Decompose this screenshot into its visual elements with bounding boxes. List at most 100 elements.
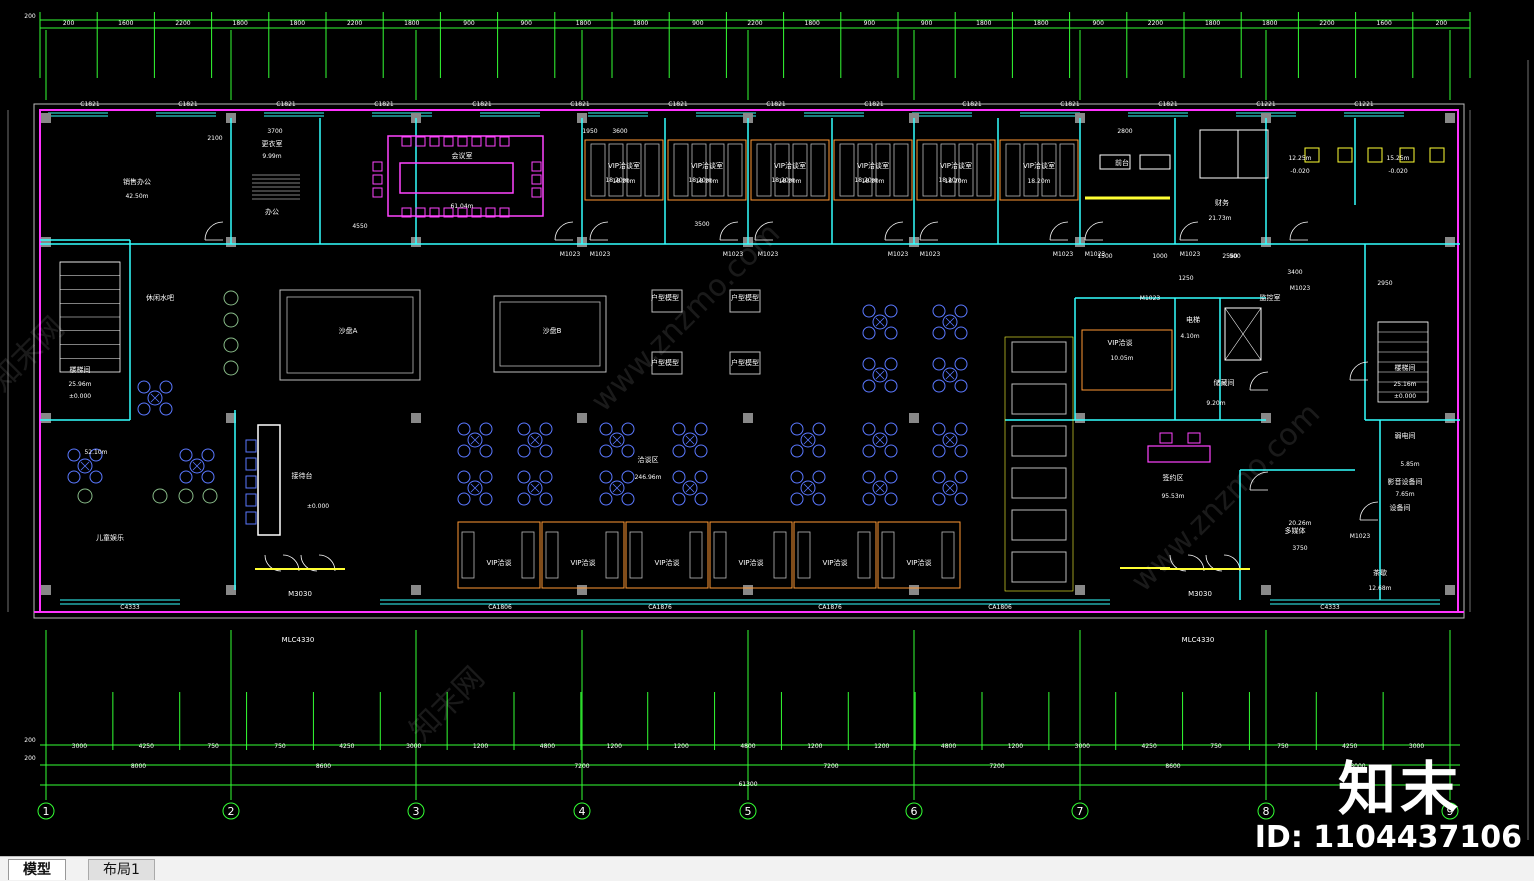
structural-column xyxy=(41,113,51,123)
axis-label: 4 xyxy=(579,805,586,818)
dim-text-top: 1800 xyxy=(1205,20,1220,27)
dim-text-bottom: 8000 xyxy=(1350,763,1365,770)
toilet-fixture xyxy=(1429,147,1445,163)
dim-text-top: 1800 xyxy=(1262,20,1277,27)
meeting-chair xyxy=(485,207,496,218)
chair xyxy=(599,422,613,436)
window-label-bottom: C4333 xyxy=(1320,604,1340,611)
reception-chair xyxy=(245,457,257,471)
sofa xyxy=(881,531,895,579)
meeting-room-outline xyxy=(387,135,544,217)
round-table-mark xyxy=(612,483,622,493)
meeting-chair xyxy=(415,136,426,147)
tab-layout1[interactable]: 布局1 xyxy=(88,859,155,880)
round-table xyxy=(942,367,958,383)
round-table xyxy=(872,480,888,496)
door-swing xyxy=(204,221,224,241)
dim-text-bottom: 750 xyxy=(1277,743,1289,750)
room-label: 户型模型 xyxy=(651,293,679,302)
dim-text-top: 2200 xyxy=(347,20,362,27)
chair xyxy=(884,444,898,458)
round-table-mark xyxy=(685,483,695,493)
dim-text-bottom: 4250 xyxy=(139,743,154,750)
window-label-bottom: C4333 xyxy=(120,604,140,611)
dim-text-side: 1250 xyxy=(1178,275,1193,282)
dim-text-side: 3400 xyxy=(1287,269,1302,276)
door-swing xyxy=(884,221,904,241)
watermark-id: ID: 1104437106 xyxy=(1254,820,1522,855)
chair xyxy=(621,444,635,458)
chair xyxy=(862,304,876,318)
dim-text-top: 900 xyxy=(692,20,704,27)
area-label: 25.16m xyxy=(1393,381,1416,388)
sofa xyxy=(709,143,725,197)
sofa xyxy=(590,143,606,197)
dim-text-side: 2550 xyxy=(1222,253,1237,260)
chair xyxy=(932,444,946,458)
room-label: VIP洽谈 xyxy=(486,558,511,567)
sofa xyxy=(1059,143,1075,197)
signing-desk xyxy=(1147,445,1211,463)
meeting-chair xyxy=(429,136,440,147)
chair xyxy=(89,448,103,462)
plant xyxy=(223,337,239,353)
door-label: M1023 xyxy=(723,251,744,258)
structural-column xyxy=(1261,585,1271,595)
round-table-mark xyxy=(875,370,885,380)
room-label: 销售办公 xyxy=(123,177,151,186)
dim-text-top: 2200 xyxy=(1319,20,1334,27)
structural-column xyxy=(1075,585,1085,595)
sofa xyxy=(839,143,855,197)
chair xyxy=(67,470,81,484)
vip-column-outline xyxy=(1004,336,1074,592)
tab-model[interactable]: 模型 xyxy=(8,859,66,880)
door-label: M1023 xyxy=(1053,251,1074,258)
sofa xyxy=(545,531,559,579)
round-table-mark xyxy=(803,483,813,493)
plant xyxy=(223,312,239,328)
room-label: 儿童娱乐 xyxy=(96,533,124,542)
sofa xyxy=(629,531,643,579)
dim-text-side: 1950 xyxy=(582,128,597,135)
chair xyxy=(954,470,968,484)
room-label: VIP洽谈 xyxy=(906,558,931,567)
round-table xyxy=(800,480,816,496)
structural-column xyxy=(226,585,236,595)
sofa xyxy=(958,143,974,197)
desk xyxy=(1139,154,1171,170)
dim-text-bottom: 1200 xyxy=(1008,743,1023,750)
room-label: 前台 xyxy=(1115,158,1129,167)
structural-column xyxy=(41,237,51,247)
dim-text-bottom: 1200 xyxy=(674,743,689,750)
unit-model-table xyxy=(729,351,761,375)
room-label: VIP洽谈 xyxy=(738,558,763,567)
room-label: VIP洽谈 xyxy=(654,558,679,567)
room-label: VIP洽谈室 xyxy=(774,161,806,170)
chair xyxy=(954,492,968,506)
dim-text-bottom: 1200 xyxy=(473,743,488,750)
dim-text-bottom: 4250 xyxy=(339,743,354,750)
door-label: M1023 xyxy=(1180,251,1201,258)
chair xyxy=(812,492,826,506)
round-table xyxy=(872,367,888,383)
room-label: VIP洽谈室 xyxy=(940,161,972,170)
dim-text-bottom: 1200 xyxy=(807,743,822,750)
structural-column xyxy=(1261,413,1271,423)
door-swing xyxy=(554,221,574,241)
chair xyxy=(479,444,493,458)
sofa xyxy=(605,531,619,579)
furniture xyxy=(67,129,1445,592)
area-label: 12.68m xyxy=(1368,585,1391,592)
dim-text-bottom: 8600 xyxy=(1165,763,1180,770)
area-label: 12.25m xyxy=(1288,155,1311,162)
sofa xyxy=(774,143,790,197)
dim-text-top: 1800 xyxy=(233,20,248,27)
sofa xyxy=(1005,143,1021,197)
window-label: C1221 xyxy=(1354,101,1374,108)
meeting-chair xyxy=(485,136,496,147)
vip-booth xyxy=(793,521,877,589)
dim-text-side: 2800 xyxy=(1117,128,1132,135)
meeting-chair xyxy=(531,161,542,172)
meeting-chair xyxy=(401,136,412,147)
chair xyxy=(884,422,898,436)
